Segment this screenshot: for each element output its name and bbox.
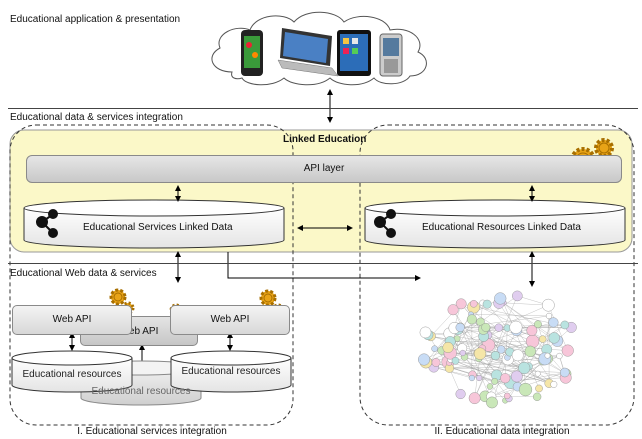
educational-resources-cylinder (170, 350, 292, 393)
tablet-icon (337, 30, 371, 76)
web-api-label: Web API (119, 326, 159, 337)
educational-resources-label: Educational resources (91, 386, 191, 397)
layer-separator (8, 263, 638, 264)
linked-open-data-cloud-icon (418, 290, 577, 409)
data-integration-label: II. Educational data integration (434, 426, 570, 437)
api-layer-bar: API layer (26, 155, 622, 183)
app-layer-label: Educational application & presentation (10, 14, 181, 25)
linked-data-graph-icon (36, 209, 58, 238)
api-layer-label: API layer (303, 163, 345, 174)
web-api-box: Web API (170, 305, 290, 335)
web-api-label: Web API (52, 314, 92, 325)
linked-data-graph-icon (374, 209, 396, 238)
educational-resources-cylinder (11, 350, 133, 393)
services-linked-data-label: Educational Services Linked Data (83, 222, 233, 233)
data-services-integration-label: Educational data & services integration (10, 112, 183, 123)
services-integration-boundary (9, 124, 294, 426)
web-data-services-label: Educational Web data & services (10, 268, 157, 279)
data-integration-boundary (359, 124, 635, 426)
resources-linked-data-cylinder (364, 199, 626, 249)
web-api-label: Web API (210, 314, 250, 325)
resources-linked-data-label: Educational Resources Linked Data (422, 222, 581, 233)
pda-icon (379, 33, 403, 77)
educational-resources-label: Educational resources (181, 366, 281, 377)
linked-education-label: Linked Education (283, 134, 367, 145)
services-integration-label: I. Educational services integration (77, 426, 227, 437)
educational-resources-label: Educational resources (22, 369, 122, 380)
laptop-icon (277, 28, 339, 77)
services-linked-data-cylinder (23, 199, 285, 249)
layer-separator (8, 108, 638, 109)
smartphone-icon (241, 30, 263, 76)
web-api-box: Web API (12, 305, 132, 335)
